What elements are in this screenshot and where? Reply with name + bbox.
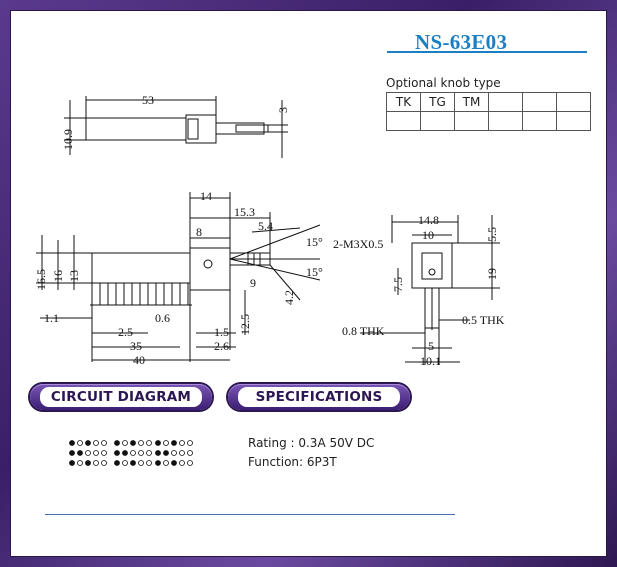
dim-8: 8 [196, 225, 202, 239]
dim-15-3: 15.3 [234, 205, 255, 219]
top-body [85, 117, 187, 141]
dim-2-6: 2.6 [214, 339, 229, 353]
dim-13: 13 [67, 270, 81, 282]
dim-53: 53 [142, 93, 154, 107]
knob-row-1: TK TG TM [386, 92, 591, 112]
spec-rating: Rating : 0.3A 50V DC [248, 436, 375, 450]
specifications-label: SPECIFICATIONS [238, 387, 400, 407]
dim-19: 19 [485, 268, 499, 280]
dim-14-8: 14.8 [418, 213, 439, 227]
front-housing [189, 247, 231, 291]
dim-14: 14 [200, 189, 212, 203]
dim-thk-08: 0.8 THK [342, 324, 385, 338]
bottom-divider [45, 514, 455, 515]
dim-3: 3 [276, 107, 290, 113]
dim-10-9: 10.9 [61, 129, 75, 150]
dim-5: 5 [428, 339, 434, 353]
dim-1-5: 1.5 [214, 325, 229, 339]
dim-thk-05: 0.5 THK [462, 313, 505, 327]
dim-10: 10 [422, 228, 434, 242]
knob-row-2 [386, 111, 591, 131]
circuit-block-1 [69, 440, 107, 466]
dim-9: 9 [250, 276, 256, 290]
top-shaft-tip [235, 124, 269, 133]
dim-4-2: 4.2 [282, 290, 296, 305]
circuit-diagram-header: CIRCUIT DIAGRAM [30, 384, 212, 410]
side-body [411, 242, 453, 289]
dim-16-5: 16.5 [34, 269, 48, 290]
dim-12-5: 12.5 [238, 314, 252, 335]
dim-5-4: 5.4 [258, 219, 273, 233]
top-shaft [215, 122, 265, 135]
dim-deg-upper: 15° [306, 235, 323, 249]
top-housing-detail [187, 118, 199, 140]
dim-5-5: 5.5 [485, 227, 499, 242]
side-knob [421, 252, 443, 280]
dim-16: 16 [51, 270, 65, 282]
circuit-diagram-label: CIRCUIT DIAGRAM [40, 387, 202, 407]
circuit-block-3 [155, 440, 193, 466]
circuit-block-2 [114, 440, 152, 466]
dim-7-5: 7.5 [391, 277, 405, 292]
side-view [360, 215, 500, 365]
knob-type-label: Optional knob type [386, 76, 501, 90]
dim-0-6: 0.6 [155, 311, 170, 325]
front-view [36, 192, 321, 362]
part-number-title: NS-63E03 [415, 30, 508, 54]
dim-1-1: 1.1 [44, 311, 59, 325]
spec-function: Function: 6P3T [248, 455, 337, 469]
dim-2-5: 2.5 [118, 325, 133, 339]
dim-screw: 2-M3X0.5 [333, 237, 383, 251]
dim-10-1: 10.1 [420, 354, 441, 368]
top-view [64, 96, 288, 158]
dim-deg-lower: 15° [306, 265, 323, 279]
specifications-header: SPECIFICATIONS [228, 384, 410, 410]
title-underline [387, 51, 587, 53]
specifications-block: Rating : 0.3A 50V DC Function: 6P3T [248, 434, 374, 472]
knob-cell [556, 111, 591, 131]
front-body [91, 252, 191, 284]
circuit-diagram [69, 440, 193, 466]
dim-40: 40 [133, 353, 145, 367]
dim-35: 35 [130, 339, 142, 353]
knob-type-table: TK TG TM [386, 92, 591, 131]
